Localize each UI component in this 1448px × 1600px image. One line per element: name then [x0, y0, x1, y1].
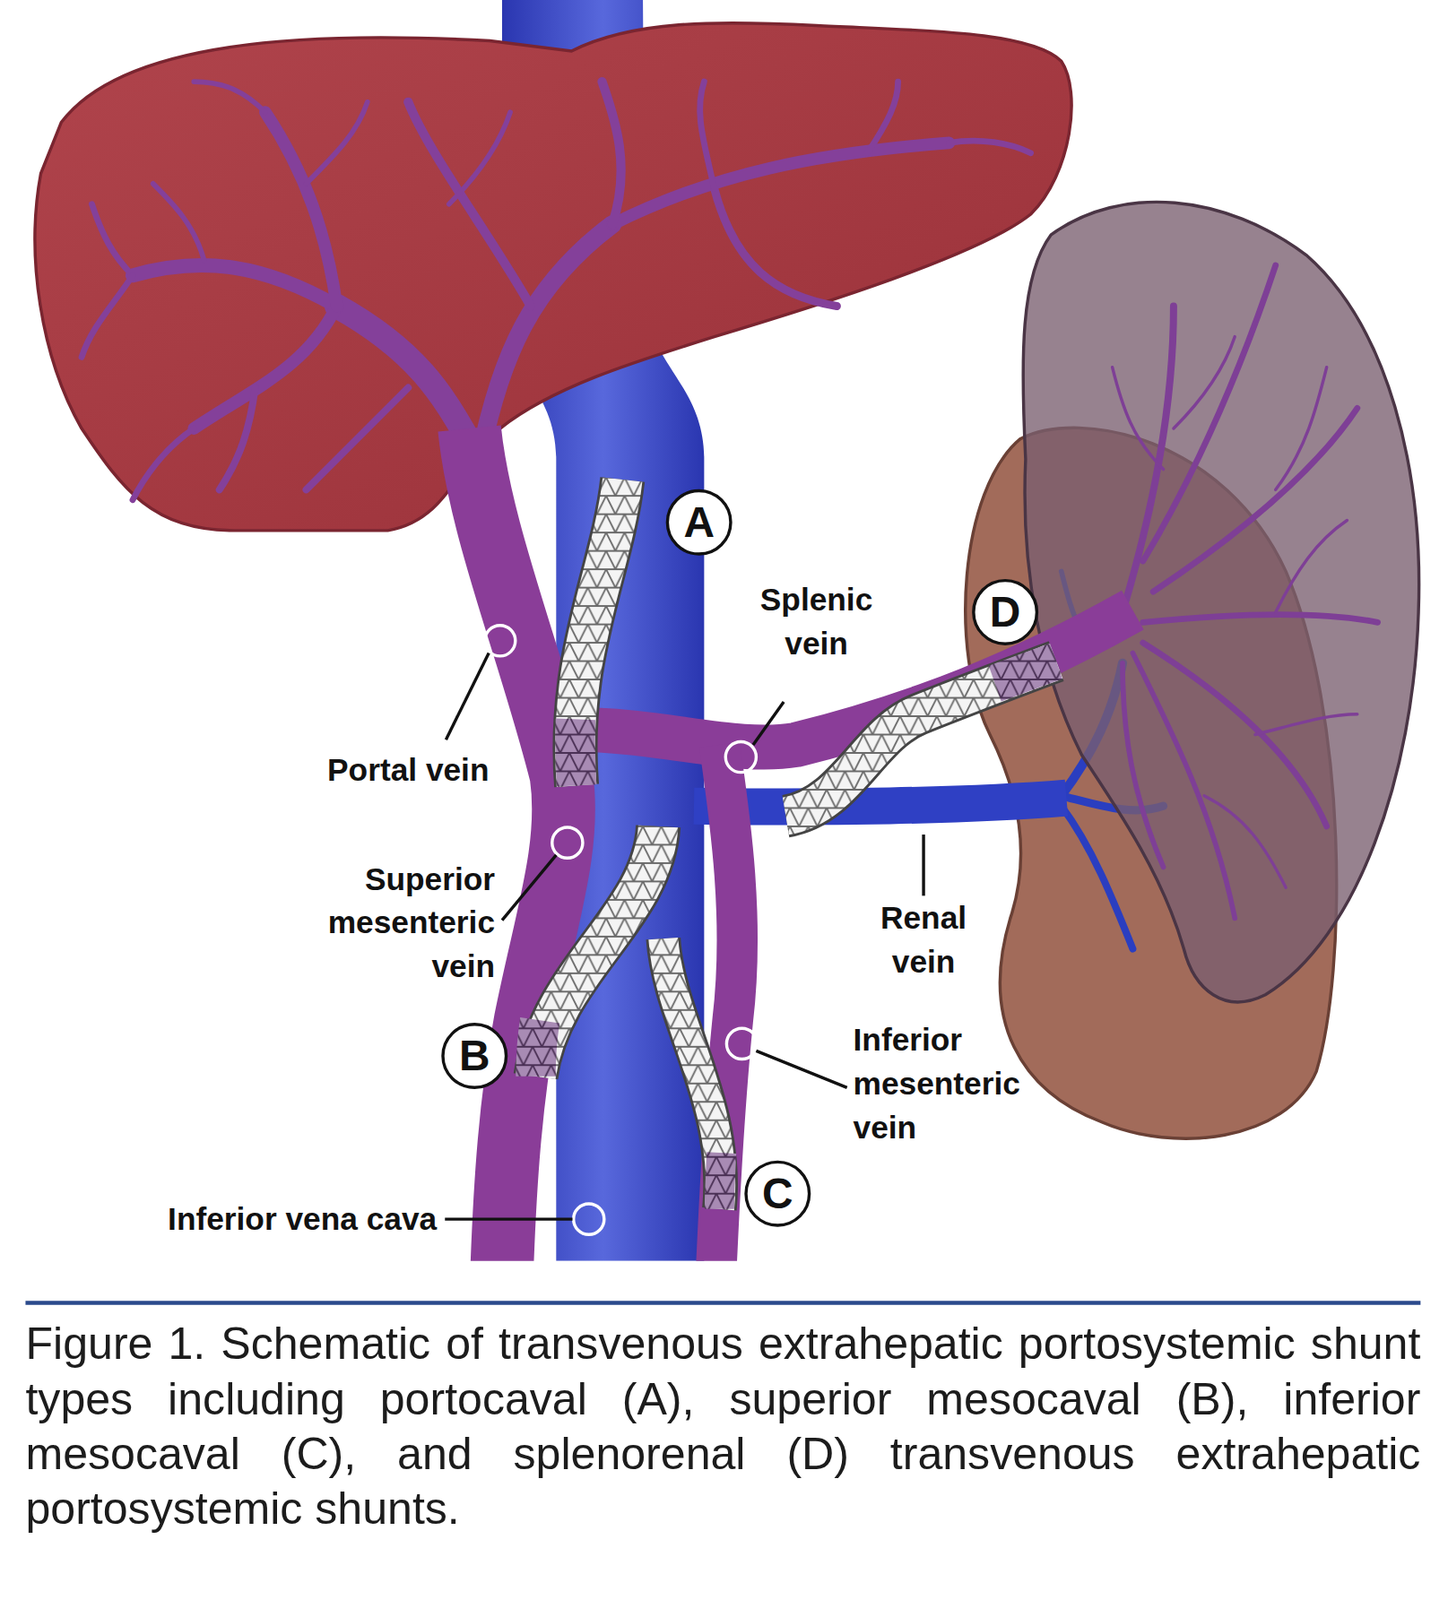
vessel-marker — [552, 827, 583, 859]
portal-branch — [305, 102, 367, 184]
vessel-label: Renal vein — [857, 895, 990, 984]
vessel-label: Inferior vena cava — [60, 1196, 437, 1241]
portal-branch — [700, 81, 715, 190]
portal-branch — [867, 81, 898, 154]
portal-branch — [265, 112, 338, 306]
portal-branch — [949, 140, 1032, 154]
callout-circle: A — [665, 488, 733, 556]
splenic-branch — [1173, 337, 1235, 429]
stent-outline — [785, 661, 1057, 817]
liver — [34, 23, 1072, 531]
vessel-label: Superior mesenteric vein — [283, 857, 495, 989]
callout-letter: B — [441, 1022, 509, 1090]
leader-line — [753, 702, 784, 746]
portal-branch — [714, 189, 838, 307]
portal-branch — [91, 204, 133, 277]
inferior-mesenteric-vein — [716, 745, 738, 1262]
portal-branch — [219, 388, 256, 491]
callout-circle: D — [971, 578, 1040, 646]
stent — [663, 938, 721, 1210]
portal-branch — [81, 275, 133, 357]
splenic-branch — [1153, 407, 1358, 592]
spleen — [1023, 201, 1420, 1002]
callout-letter: A — [665, 488, 733, 556]
stent-outline — [663, 938, 721, 1210]
stent — [785, 661, 1057, 817]
vessel-label: Splenic vein — [732, 577, 901, 666]
leader-line — [502, 855, 556, 921]
stent — [536, 826, 659, 1077]
splenic-branch — [1122, 663, 1164, 868]
vessel-label: Portal vein — [305, 747, 511, 792]
stent-outline — [574, 479, 623, 786]
stent-end — [536, 1020, 541, 1077]
renal-branch — [1061, 806, 1134, 949]
portal-branch — [305, 388, 408, 491]
figure-caption: Figure 1. Schematic of transvenous extra… — [25, 1316, 1421, 1537]
portal-branch — [153, 183, 205, 261]
splenic-branch — [1255, 714, 1358, 736]
stent-end — [719, 1153, 721, 1210]
portal-branch — [193, 81, 266, 113]
splenic-vein — [571, 610, 1133, 748]
callout-letter: D — [971, 578, 1040, 646]
leader-lines — [444, 652, 924, 1220]
portal-branch — [193, 305, 337, 429]
renal-vein — [693, 797, 1067, 807]
stent-end — [574, 719, 577, 786]
vessel-markers — [485, 625, 758, 1236]
vessel-label: Inferior mesenteric vein — [853, 1018, 1070, 1151]
splenic-branch — [1143, 615, 1379, 624]
splenic-branch — [1275, 367, 1327, 491]
portal-vein — [469, 428, 564, 1262]
splenic-branch — [1204, 796, 1286, 888]
vessel-marker — [725, 741, 756, 772]
caption-rule — [25, 1300, 1421, 1306]
portal-branch — [602, 81, 622, 225]
leader-line — [444, 1217, 573, 1221]
splenic-branches — [1112, 265, 1379, 919]
vessel-marker — [573, 1204, 605, 1235]
portal-branches — [81, 81, 1032, 501]
stent-end — [995, 661, 1057, 685]
splenic-branch — [1112, 367, 1164, 470]
callout-circle: C — [744, 1160, 812, 1228]
callout-circle: B — [441, 1022, 509, 1090]
splenic-branch — [1275, 520, 1348, 612]
leader-line — [445, 652, 489, 740]
stent — [574, 479, 623, 786]
leader-line — [755, 1050, 847, 1088]
leader-line — [921, 834, 925, 896]
callout-letter: C — [744, 1160, 812, 1228]
vessel-marker — [485, 625, 516, 657]
splenic-branch — [1132, 652, 1235, 919]
portal-branch — [132, 265, 338, 307]
portal-branch — [407, 102, 531, 307]
splenic-branch — [1122, 305, 1174, 612]
portal-branch — [132, 428, 194, 501]
stent-outline — [536, 826, 659, 1077]
vessel-marker — [726, 1028, 757, 1059]
portal-branch — [449, 112, 511, 204]
portal-branch — [612, 142, 950, 225]
